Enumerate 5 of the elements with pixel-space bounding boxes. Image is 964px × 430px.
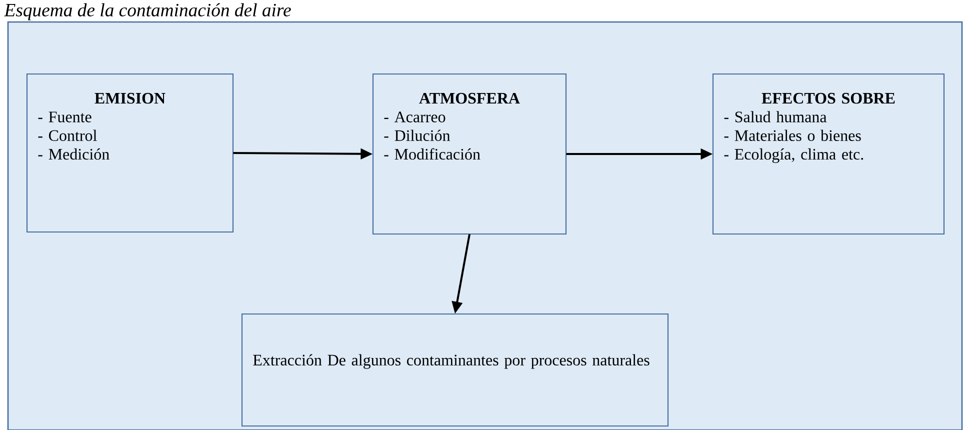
title: Esquema de la contaminación del aire [4,3,291,20]
process-box: EFECTOS SOBRE - Salud humana - Materiales o bienes - Ecología, clima etc. [712,73,945,235]
process-box: EMISION - Fuente - Control - Medición [26,73,234,233]
process-box: Extracción De algunos contaminantes por procesos naturales [241,313,669,427]
process-box: ATMOSFERA - Acarreo - Dilución - Modificación [372,73,567,235]
